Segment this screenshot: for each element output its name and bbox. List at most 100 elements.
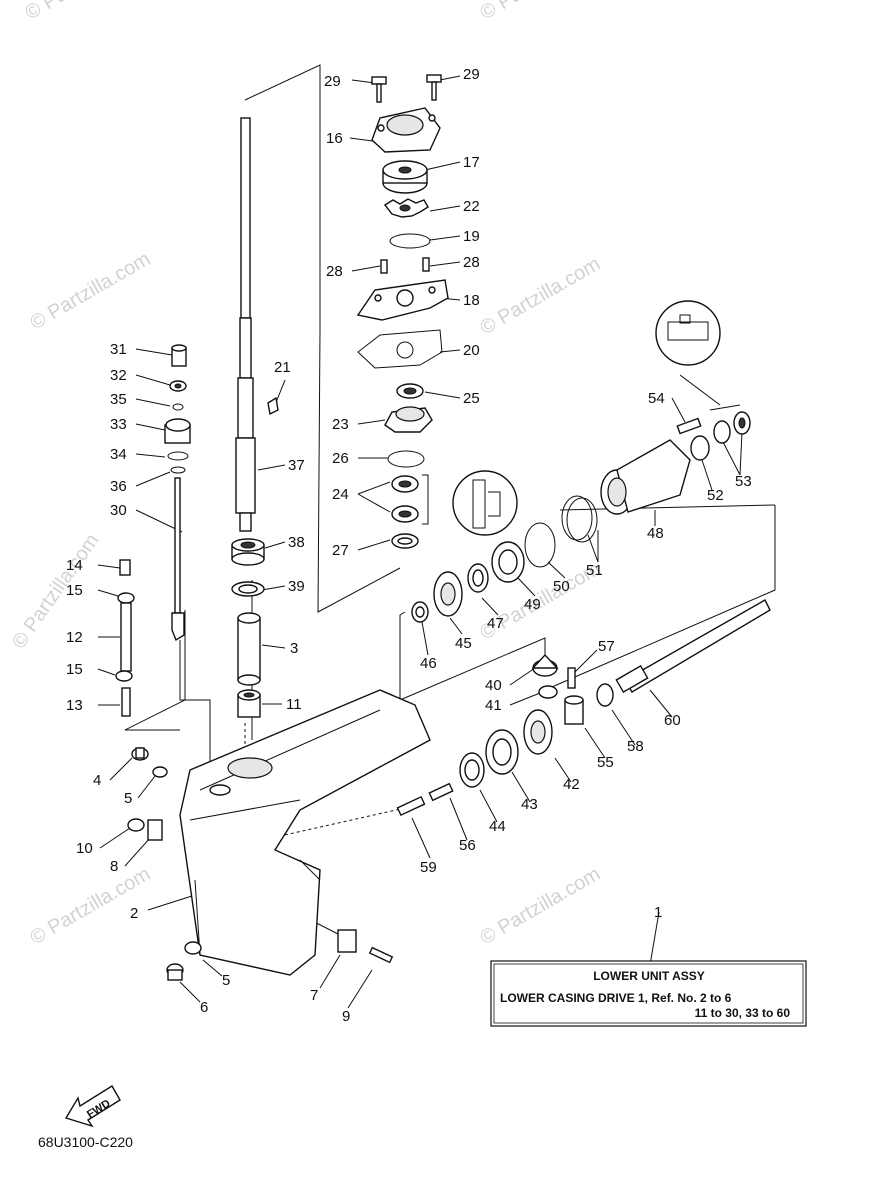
screw-14	[119, 559, 131, 576]
callout-label: 29	[463, 66, 480, 83]
callout-label: 8	[110, 858, 118, 875]
oil-seals-24	[391, 474, 429, 525]
o-ring-50	[524, 522, 556, 568]
callout-label: 60	[664, 712, 681, 729]
drive-shaft-parts	[231, 117, 279, 718]
shim-47	[467, 563, 489, 593]
callout-label: 40	[485, 677, 502, 694]
callout-label: 22	[463, 198, 480, 215]
callout-label: 45	[455, 635, 472, 652]
callout-label: 46	[420, 655, 437, 672]
callout-label: 52	[707, 487, 724, 504]
callout-label: 35	[110, 391, 127, 408]
insert-cartridge-17	[382, 160, 428, 194]
assy-ref-line2: 11 to 30, 33 to 60	[695, 1006, 791, 1020]
reverse-gear-45	[433, 571, 463, 617]
bolt-54	[676, 417, 702, 435]
bearing-49	[491, 541, 525, 583]
callout-label: 42	[563, 776, 580, 793]
collar-31	[171, 344, 187, 367]
pin-57	[567, 667, 576, 689]
callout-label: 15	[66, 582, 83, 599]
spring-56	[428, 782, 454, 802]
callout-label: 24	[332, 486, 349, 503]
callout-label: 3	[290, 640, 298, 657]
callout-label: 23	[332, 416, 349, 433]
callout-label: 2	[130, 905, 138, 922]
bearing-43	[485, 729, 519, 775]
callout-label: 55	[597, 754, 614, 771]
key-21	[267, 396, 279, 416]
pin-28-right	[422, 257, 430, 272]
callout-label: 38	[288, 534, 305, 551]
watermark: © Partzilla.com	[477, 0, 605, 24]
diagram-code: 68U3100-C220	[38, 1134, 133, 1150]
callout-label: 33	[110, 416, 127, 433]
needle-bearing-11	[237, 689, 261, 718]
boot-33	[164, 418, 191, 444]
callout-label: 29	[324, 73, 341, 90]
callout-label: 39	[288, 578, 305, 595]
callout-label: 19	[463, 228, 480, 245]
callout-label: 48	[647, 525, 664, 542]
plug-6	[166, 963, 184, 981]
callout-label: 17	[463, 154, 480, 171]
callout-label: 1	[654, 904, 662, 921]
callout-label: 54	[648, 390, 665, 407]
callout-label: 53	[735, 473, 752, 490]
nut-41	[538, 685, 558, 699]
callout-label: 16	[326, 130, 343, 147]
water-pump-parts	[356, 74, 518, 549]
seals-53	[713, 411, 751, 444]
screw-9	[368, 946, 394, 964]
callout-label: 32	[110, 367, 127, 384]
callout-label: 18	[463, 292, 480, 309]
leader-lines	[97, 75, 743, 1009]
callout-label: 26	[332, 450, 349, 467]
callout-label: 5	[222, 972, 230, 989]
bolt-29-left	[371, 76, 387, 103]
pin-58	[596, 683, 614, 707]
assy-title: LOWER UNIT ASSY	[593, 969, 705, 983]
pin-28-left	[380, 259, 388, 274]
callout-label: 20	[463, 342, 480, 359]
watermark: © Partzilla.com	[477, 863, 605, 949]
callout-label: 43	[521, 796, 538, 813]
callout-label: 57	[598, 638, 615, 655]
callout-label: 7	[310, 987, 318, 1004]
fwd-arrow-icon: FWD	[64, 1085, 121, 1128]
bearing-housing-48	[600, 439, 691, 515]
bushing-52	[690, 435, 710, 461]
bolt-10	[127, 818, 145, 832]
callout-label: 28	[463, 254, 480, 271]
lower-casing-parts	[127, 689, 431, 981]
o-ring-34	[167, 451, 189, 461]
oil-seal-25	[396, 383, 424, 399]
pump-housing-16	[371, 107, 441, 153]
o-ring-26	[387, 450, 425, 468]
assy-ref-line1: LOWER CASING DRIVE 1, Ref. No. 2 to 6	[500, 991, 732, 1005]
plunger-59	[396, 795, 426, 817]
washer-5-top	[152, 766, 168, 778]
clip-15-top	[117, 592, 135, 604]
drive-shaft-37	[235, 117, 256, 532]
bolt-4	[131, 747, 149, 761]
callout-label: 59	[420, 859, 437, 876]
washer-46	[411, 601, 429, 623]
outer-plate-18	[356, 279, 449, 321]
callout-label: 21	[274, 359, 291, 376]
sleeve-3	[237, 612, 261, 686]
callout-label: 34	[110, 446, 127, 463]
gasket-19	[389, 233, 431, 249]
clip-15-bottom	[115, 670, 133, 682]
callout-label: 27	[332, 542, 349, 559]
shim-39	[231, 581, 265, 597]
callout-label: 51	[586, 562, 603, 579]
nipple-13	[121, 687, 131, 717]
callout-label: 14	[66, 557, 83, 574]
callout-layer: 29 29 16 17 22 19 28 28 18 20 25 23 26 2…	[66, 66, 752, 1025]
callout-label: 31	[110, 341, 127, 358]
detail-inset-24	[452, 470, 518, 536]
callout-label: 25	[463, 390, 480, 407]
pinion-40	[531, 653, 559, 677]
